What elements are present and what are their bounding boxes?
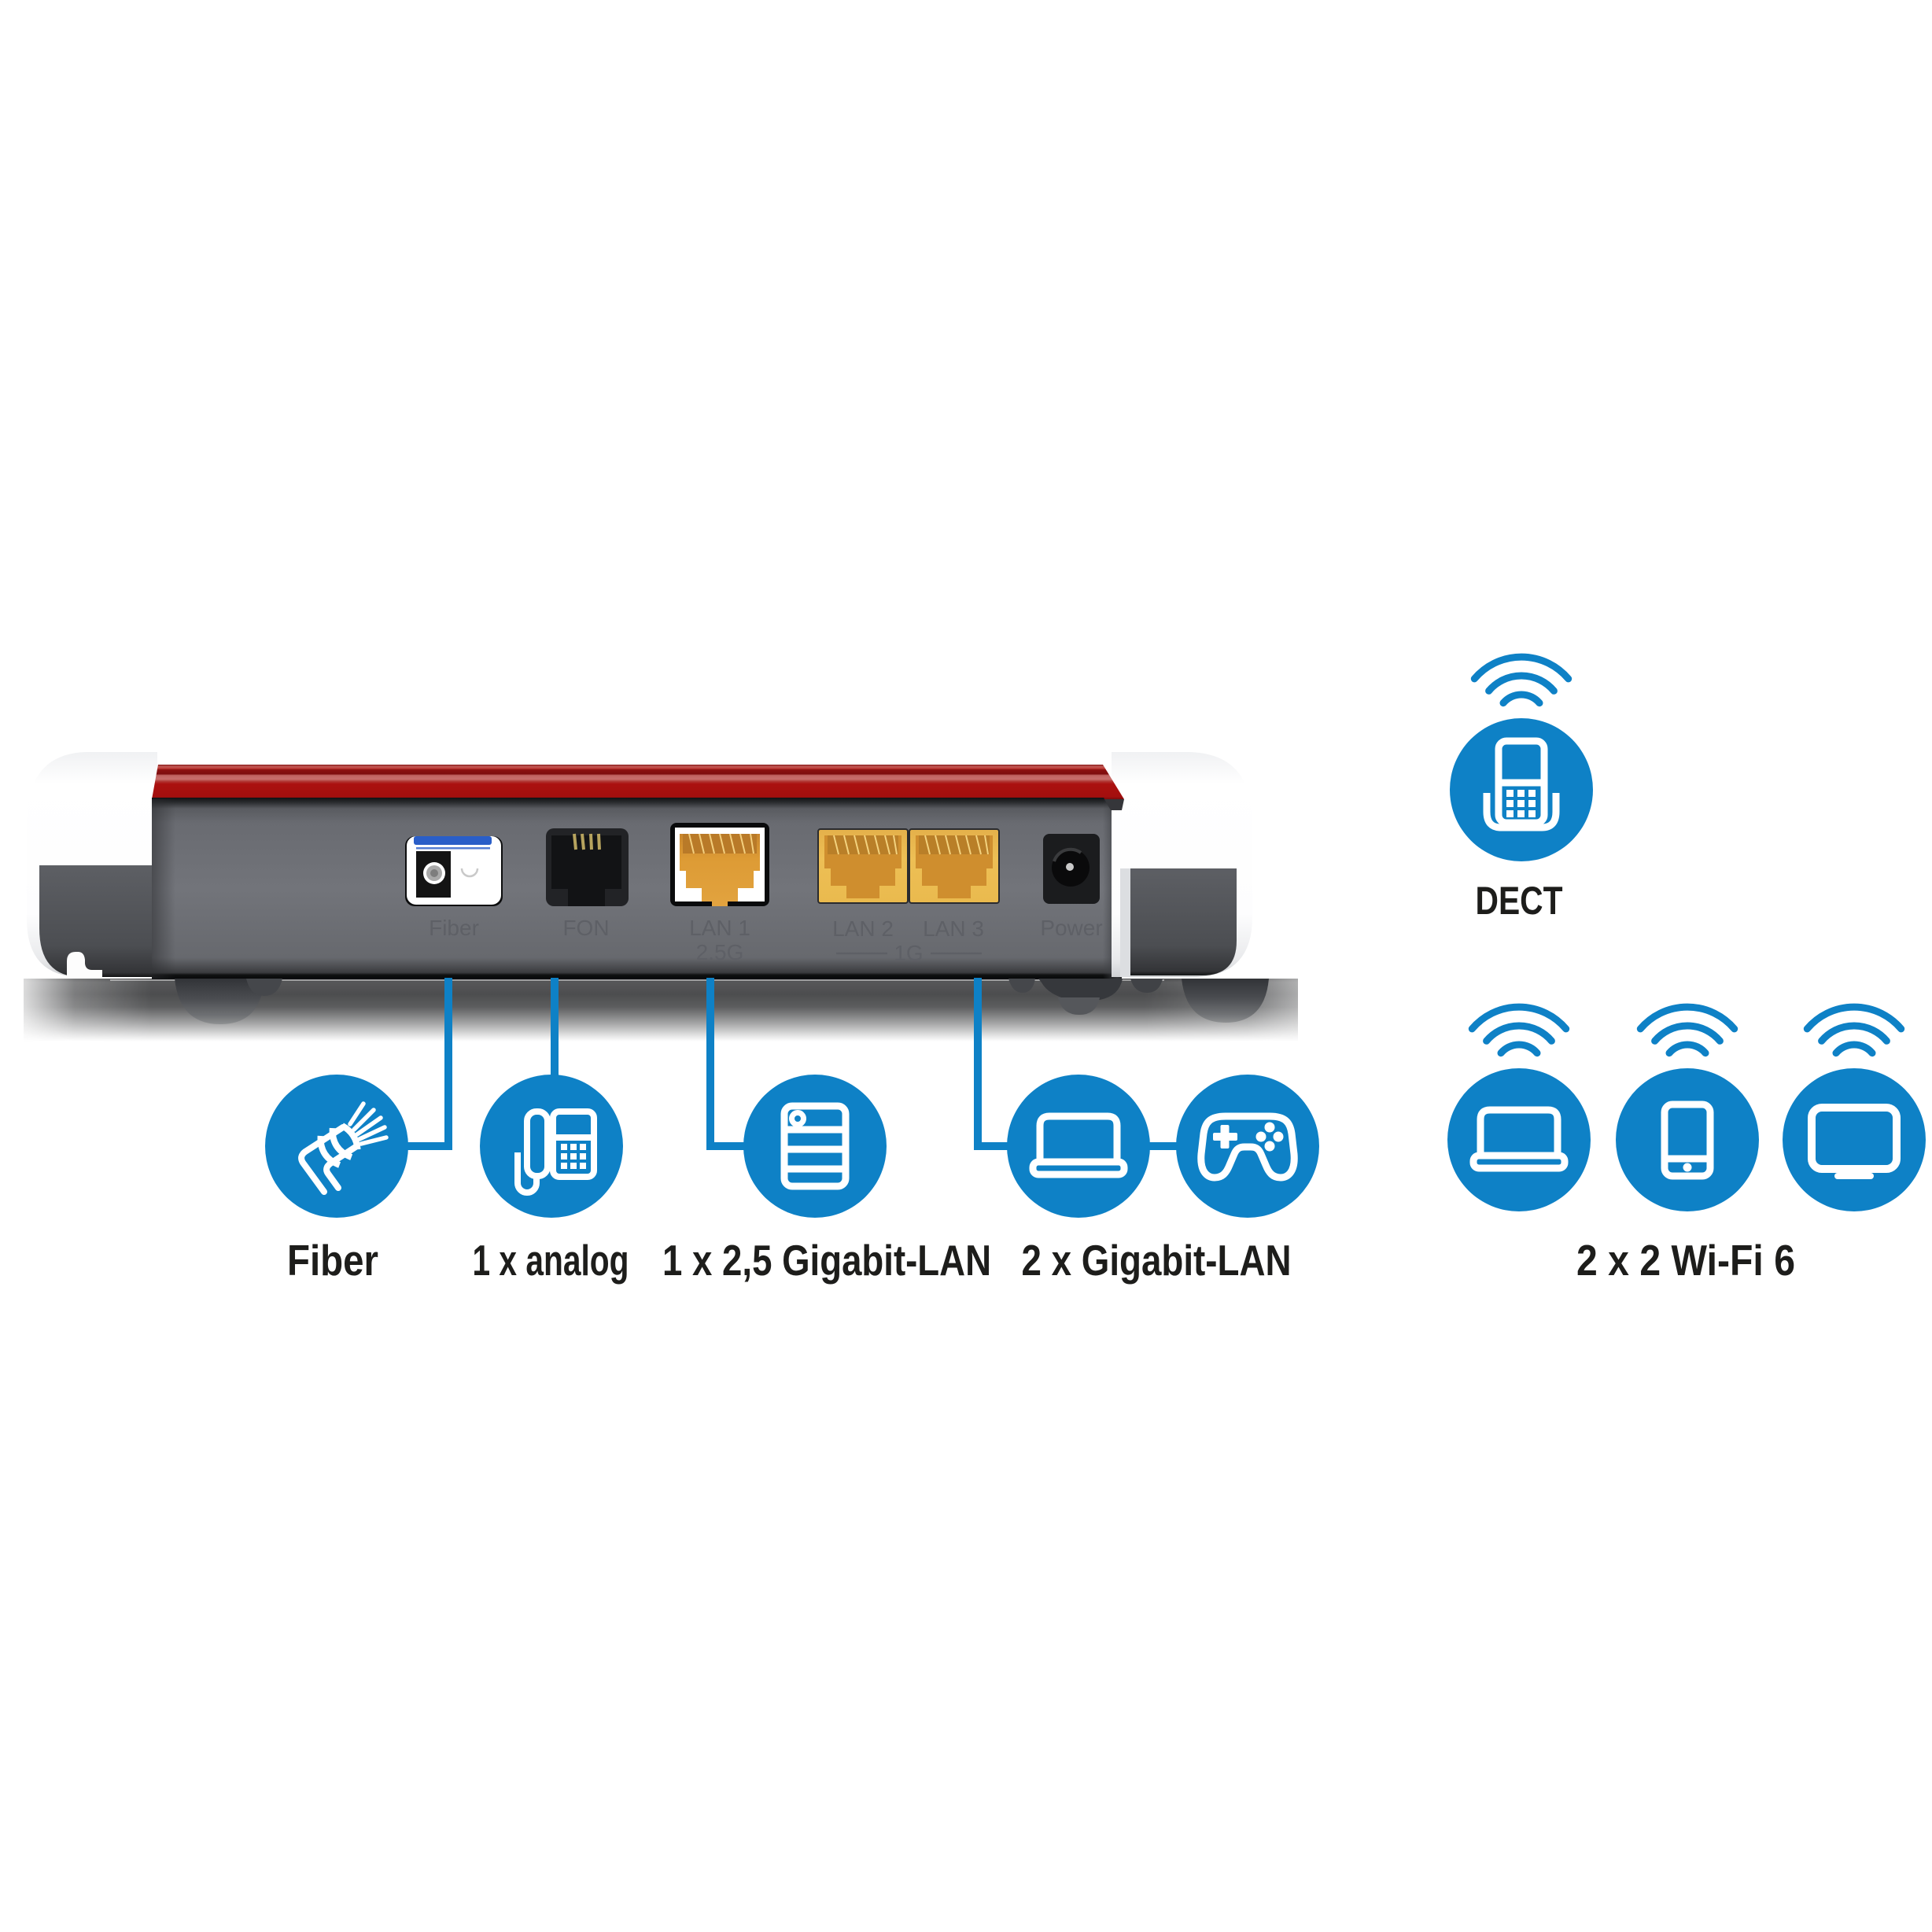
svg-text:2 x 2 Wi-Fi 6: 2 x 2 Wi-Fi 6 [1576,1236,1795,1285]
svg-text:1 x 2,5 Gigabit-LAN: 1 x 2,5 Gigabit-LAN [662,1236,991,1285]
svg-text:FON: FON [562,916,609,940]
svg-text:LAN 1: LAN 1 [689,916,750,940]
svg-text:Fiber: Fiber [287,1236,378,1285]
svg-text:LAN 3: LAN 3 [923,916,984,941]
svg-text:1G: 1G [894,941,923,965]
svg-text:1 x analog: 1 x analog [473,1236,629,1285]
svg-text:Power: Power [1040,916,1102,940]
svg-text:LAN 2: LAN 2 [832,916,894,941]
svg-text:2.5G: 2.5G [696,940,744,964]
svg-text:Fiber: Fiber [429,916,479,940]
svg-text:DECT: DECT [1476,879,1563,923]
svg-text:2 x Gigabit-LAN: 2 x Gigabit-LAN [1022,1236,1292,1285]
